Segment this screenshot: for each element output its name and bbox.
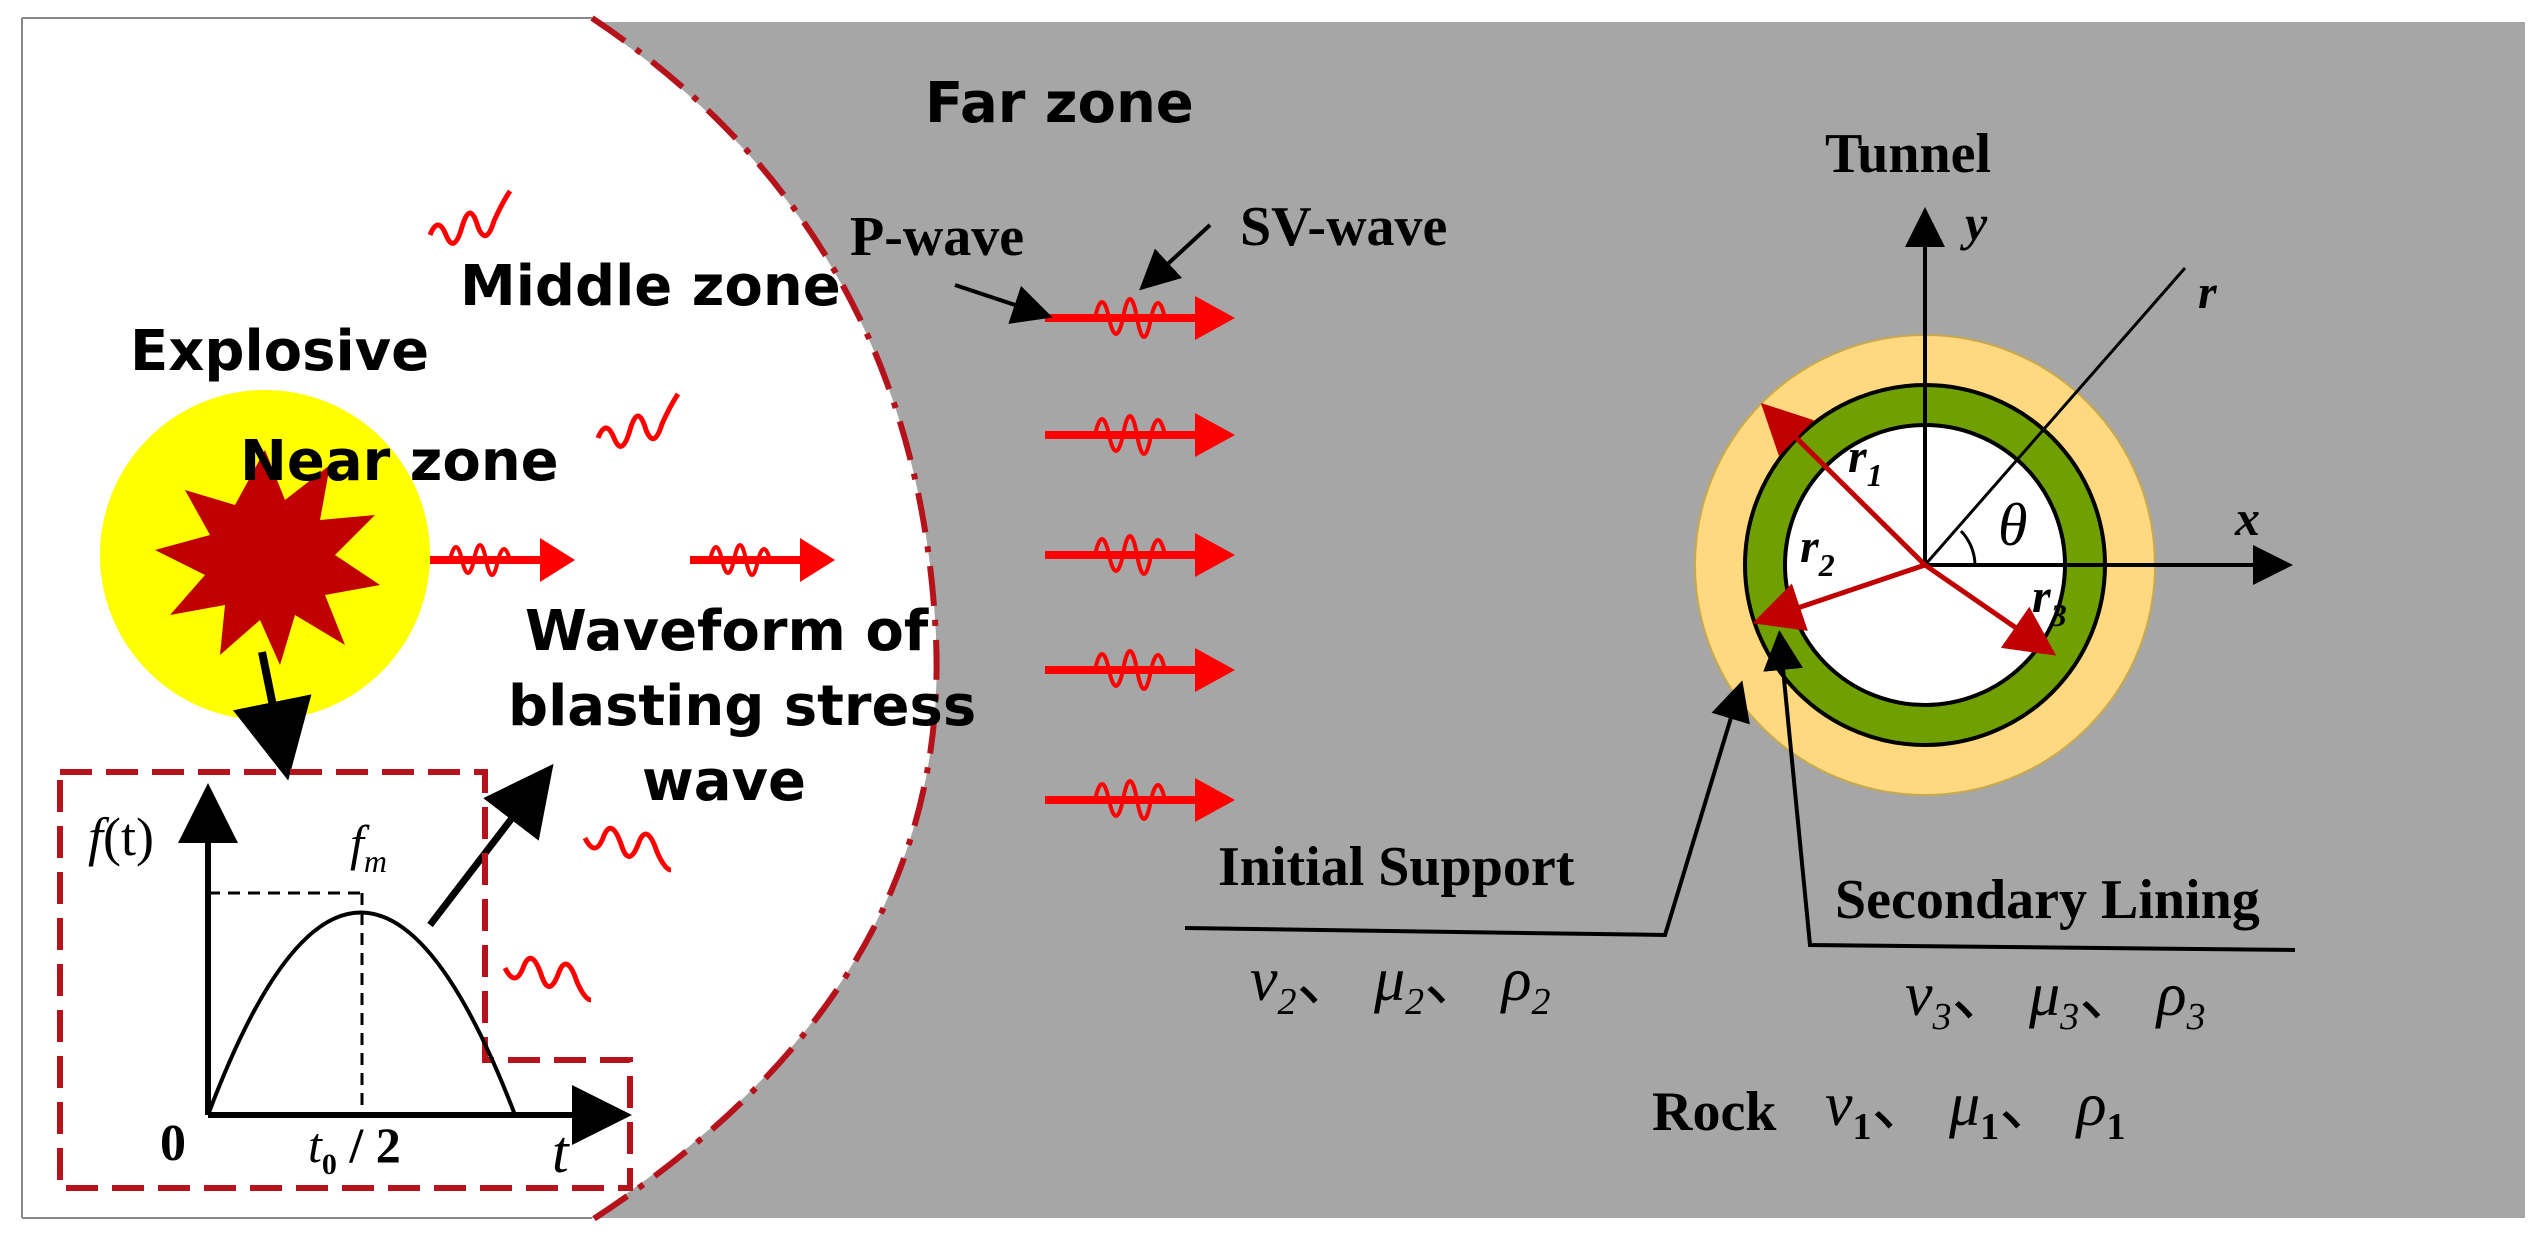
squiggle-wave-icons bbox=[427, 189, 681, 1003]
waveform-graph bbox=[178, 783, 632, 1145]
tunnel-title: Tunnel bbox=[1825, 123, 1991, 185]
sv-wave-label: SV-wave bbox=[1240, 196, 1447, 258]
middle-zone-bulge bbox=[590, 20, 937, 1218]
initial-support-label: Initial Support bbox=[1218, 836, 1575, 898]
radius-r3-arrow bbox=[1923, 562, 2057, 656]
radius-r2-arrow bbox=[1752, 562, 1926, 631]
waveform-curve bbox=[206, 910, 517, 1116]
radius-r-line bbox=[1923, 267, 2187, 566]
t-axis-label: t bbox=[552, 1119, 570, 1185]
middle-zone-boundary bbox=[590, 15, 940, 1223]
explosive-to-graph-pointer bbox=[233, 651, 312, 781]
radius-r1-arrow bbox=[1760, 402, 1927, 567]
t0-half-label: t0 / 2 bbox=[308, 1117, 401, 1181]
sv-wave-pointer bbox=[1139, 223, 1212, 291]
far-zone-wave-arrows bbox=[1045, 296, 1235, 822]
r1-label: r1 bbox=[1848, 430, 1883, 493]
waveform-label-line1: Waveform of bbox=[525, 599, 929, 664]
theta-label: θ bbox=[1998, 492, 2027, 558]
explosive-label: Explosive bbox=[130, 319, 429, 384]
rock-params: ν1、 μ1、 ρ1 bbox=[1825, 1071, 2125, 1148]
graph-to-label-pointer bbox=[427, 763, 554, 928]
secondary-lining-leader bbox=[1763, 630, 2296, 952]
near-zone-label: Near zone bbox=[240, 429, 559, 494]
p-wave-pointer bbox=[954, 283, 1053, 324]
secondary-lining-label: Secondary Lining bbox=[1835, 869, 2260, 931]
waveform-label-line3: wave bbox=[642, 749, 806, 814]
waveform-graph-frame bbox=[57, 769, 633, 1191]
tunnel-r-label: r bbox=[2198, 266, 2218, 319]
middle-zone-label: Middle zone bbox=[460, 254, 841, 319]
secondary-lining-params: ν3、 μ3、 ρ3 bbox=[1905, 961, 2205, 1038]
r2-label: r2 bbox=[1800, 520, 1835, 583]
initial-support-leader bbox=[1184, 680, 1750, 938]
origin-label: 0 bbox=[160, 1115, 186, 1172]
tunnel-x-label: x bbox=[2234, 490, 2260, 546]
theta-arc bbox=[1959, 529, 1977, 566]
wave-arrow-icons bbox=[430, 538, 835, 582]
initial-support-params: ν2、 μ2、 ρ2 bbox=[1250, 946, 1550, 1023]
far-zone-label: Far zone bbox=[925, 71, 1194, 136]
p-wave-label: P-wave bbox=[850, 206, 1024, 268]
r3-label: r3 bbox=[2032, 570, 2067, 633]
f-of-t-label: f(t) bbox=[88, 807, 154, 867]
explosion-burst-icon bbox=[155, 450, 380, 665]
rock-label: Rock bbox=[1652, 1081, 1777, 1143]
waveform-label-line2: blasting stress bbox=[508, 674, 976, 739]
tunnel-y-label: y bbox=[1960, 195, 1988, 251]
